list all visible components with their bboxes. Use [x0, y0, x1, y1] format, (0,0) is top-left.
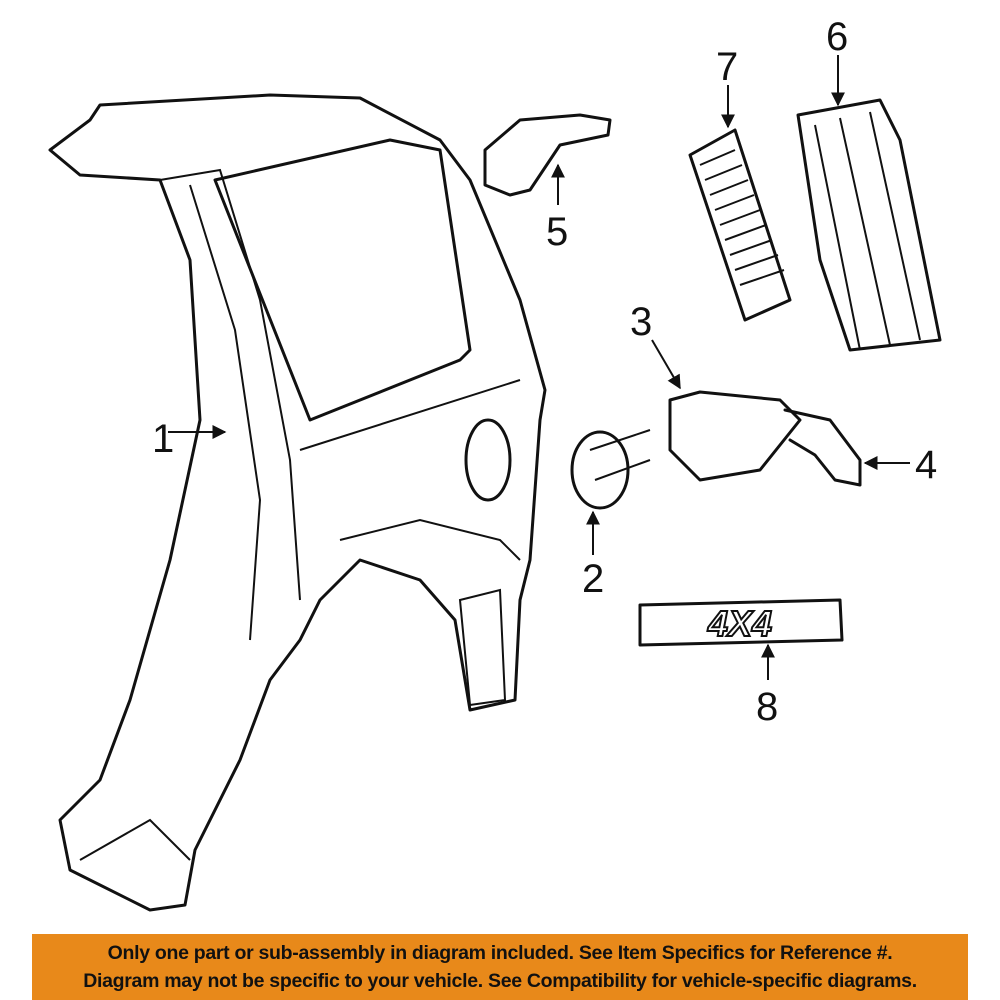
callout-8: 8 [756, 685, 778, 729]
callout-3: 3 [630, 300, 652, 344]
parts-diagram: 4X4 1 2 3 4 5 6 7 8 [48, 15, 942, 912]
vent-part-7 [688, 128, 792, 322]
trim-panel-part-6 [796, 98, 942, 352]
callout-4: 4 [915, 443, 937, 487]
fuel-door-housing-part-3 [668, 390, 802, 482]
disclaimer-banner: Only one part or sub-assembly in diagram… [32, 934, 968, 1000]
disclaimer-line-1: Only one part or sub-assembly in diagram… [107, 942, 893, 964]
quarter-panel [48, 93, 547, 912]
callout-6: 6 [826, 15, 848, 59]
bracket-part-5 [483, 113, 612, 197]
fuel-door-part-2 [570, 429, 651, 510]
callout-1: 1 [152, 417, 174, 461]
disclaimer-line-2: Diagram may not be specific to your vehi… [83, 970, 917, 992]
callout-5: 5 [546, 210, 568, 254]
callout-2: 2 [582, 557, 604, 601]
badge-text: 4X4 [707, 603, 772, 644]
seal-part-4 [783, 408, 862, 487]
badge-part-8: 4X4 [638, 598, 844, 647]
leader-arrows [168, 55, 910, 680]
callout-7: 7 [716, 45, 738, 89]
